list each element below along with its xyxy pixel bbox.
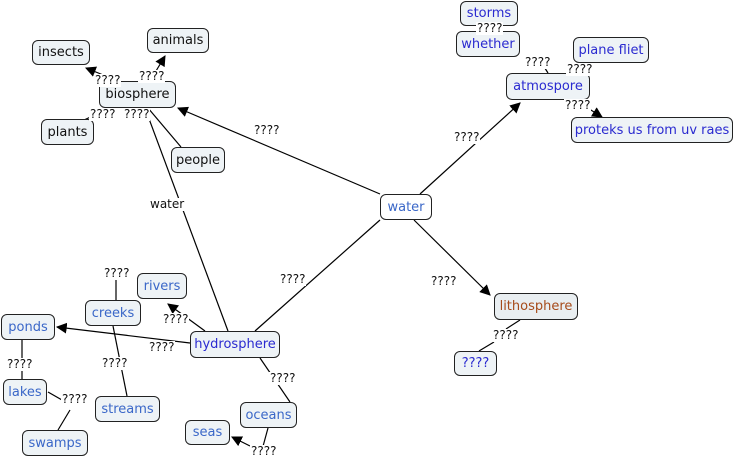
link-label-creeks-top: ???? <box>103 266 131 280</box>
node-creeks[interactable]: creeks <box>85 300 141 326</box>
node-whether[interactable]: whether <box>456 31 520 57</box>
link-label-atmo-plane: ???? <box>566 62 594 76</box>
edge-oceans-seas-b <box>231 436 251 447</box>
node-lithosphere[interactable]: lithosphere <box>494 293 578 320</box>
link-label-litho-child: ???? <box>492 328 520 342</box>
link-label-storms-whether: ???? <box>476 21 504 35</box>
link-label-bio-insects: ???? <box>94 73 122 87</box>
node-plane-fliet[interactable]: plane fliet <box>573 37 649 63</box>
link-label-hydro-ponds: ???? <box>148 340 176 354</box>
node-people[interactable]: people <box>171 147 225 173</box>
link-label-water-atmospore: ???? <box>453 130 481 144</box>
node-animals[interactable]: animals <box>147 28 209 53</box>
edge-water-biosphere <box>177 106 381 195</box>
node-oceans[interactable]: oceans <box>240 402 297 428</box>
node-streams[interactable]: streams <box>95 396 160 422</box>
link-label-bio-people: ???? <box>123 107 151 121</box>
edge-bio-hydro <box>144 107 229 332</box>
edge-lakes-swamps <box>47 391 63 401</box>
link-label-hydro-rivers: ???? <box>162 312 190 326</box>
link-label-atmo-whether: ???? <box>524 55 552 69</box>
link-label-creeks-streams: ???? <box>101 356 129 370</box>
link-label-lakes-swamps: ???? <box>61 392 89 406</box>
node-swamps[interactable]: swamps <box>22 430 88 456</box>
node-atmospore[interactable]: atmospore <box>506 73 590 100</box>
link-label-water-hydrosphere: ???? <box>279 272 307 286</box>
edge-label-litho-child <box>478 341 495 352</box>
node-proteks[interactable]: proteks us from uv raes <box>571 117 733 143</box>
link-label-bio-animals: ???? <box>138 69 166 83</box>
node-lakes[interactable]: lakes <box>3 379 47 405</box>
link-label-bio-plants: ???? <box>89 107 117 121</box>
edge-litho-label <box>505 319 521 330</box>
node-storms[interactable]: storms <box>460 1 518 26</box>
link-label-water-biosphere: ???? <box>253 123 281 137</box>
edge-water-lithosphere <box>413 219 491 296</box>
link-label-ponds-lakes: ???? <box>6 357 34 371</box>
edge-bio-people <box>147 107 182 148</box>
node-hydrosphere[interactable]: hydrosphere <box>190 331 280 358</box>
link-label-hydro-oceans: ???? <box>269 371 297 385</box>
link-label-oceans-seas: ???? <box>250 444 278 458</box>
node-rivers[interactable]: rivers <box>137 273 187 299</box>
edge-hydro-ponds <box>55 322 191 344</box>
link-label-atmo-proteks: ???? <box>564 98 592 112</box>
link-label-bio-hydro: water <box>149 197 186 211</box>
node-litho-child[interactable]: ???? <box>454 351 497 376</box>
node-ponds[interactable]: ponds <box>1 314 55 340</box>
node-seas[interactable]: seas <box>185 420 230 445</box>
link-label-water-lithosphere: ???? <box>430 274 458 288</box>
node-insects[interactable]: insects <box>32 40 90 65</box>
edge-water-hydrosphere <box>254 219 381 332</box>
edge-swamps-link <box>57 409 71 431</box>
node-water[interactable]: water <box>380 194 432 220</box>
node-plants[interactable]: plants <box>41 119 94 145</box>
edge-water-atmospore <box>419 102 521 195</box>
